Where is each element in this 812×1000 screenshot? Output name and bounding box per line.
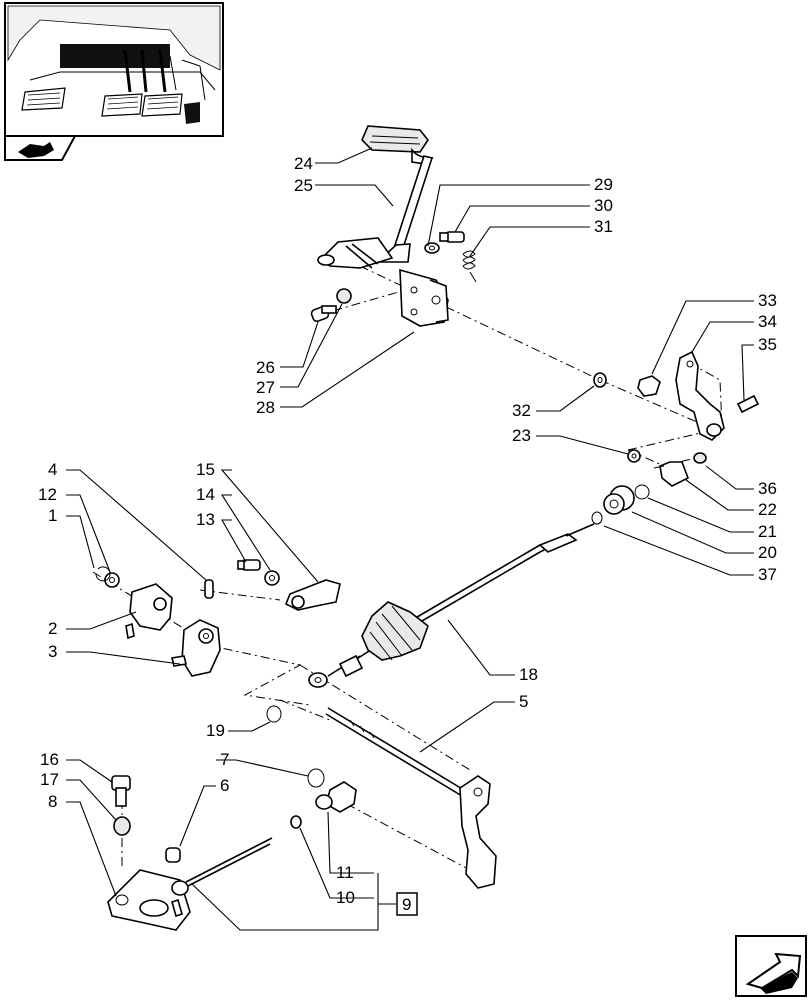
pin-35	[736, 394, 760, 414]
bracket-15	[284, 579, 341, 611]
callout-3: 3	[48, 642, 57, 661]
callout-31: 31	[594, 217, 613, 236]
clevis-22	[653, 461, 690, 487]
callout-18: 18	[519, 665, 538, 684]
circlip-1	[95, 566, 111, 582]
washer-12	[104, 572, 120, 588]
callout-10: 10	[336, 888, 355, 907]
callout-29: 29	[594, 175, 613, 194]
callout-20: 20	[758, 543, 777, 562]
rod-5	[325, 707, 497, 889]
callout-9-box	[396, 892, 418, 916]
callout-21: 21	[758, 522, 777, 541]
pin-4	[204, 579, 214, 599]
callout-36: 36	[758, 479, 777, 498]
washer-14	[264, 570, 280, 586]
callout-15: 15	[196, 460, 215, 479]
callout-19: 19	[206, 721, 225, 740]
assembly-axis-lines	[92, 265, 723, 871]
callout-24: 24	[294, 154, 313, 173]
cap-33	[637, 375, 661, 397]
callout-5: 5	[519, 692, 528, 711]
washer-29	[424, 242, 440, 254]
callout-8: 8	[48, 792, 57, 811]
callout-14: 14	[196, 485, 215, 504]
callout-37: 37	[758, 565, 777, 584]
callout-25: 25	[294, 176, 313, 195]
washer-10	[290, 815, 302, 829]
circlip-19	[266, 705, 282, 723]
next-page-arrow-icon[interactable]	[735, 935, 807, 997]
clutch-pedal-assembly	[317, 125, 434, 269]
bushing-20	[603, 485, 635, 515]
callout-labels: 24 25 29 30 31 26 27 28 33 34 35 32 23 3…	[38, 154, 777, 916]
callout-28: 28	[256, 398, 275, 417]
leader-lines	[66, 147, 754, 931]
lever-3	[171, 619, 221, 677]
lever-2	[125, 583, 173, 640]
spring-31	[462, 250, 477, 283]
callout-2: 2	[48, 619, 57, 638]
relay-lever-34	[675, 350, 725, 441]
ring-37	[591, 511, 603, 525]
clutch-cable-18	[308, 523, 595, 688]
plate-8	[107, 869, 191, 931]
callout-9: 9	[402, 895, 411, 914]
nut-36	[693, 452, 707, 464]
callout-13: 13	[196, 510, 215, 529]
washer-27	[336, 288, 352, 304]
bolt-16	[111, 775, 131, 807]
washer-32	[593, 372, 607, 388]
callout-6: 6	[220, 776, 229, 795]
callout-32: 32	[512, 401, 531, 420]
previous-page-arrow-icon[interactable]	[4, 135, 77, 161]
callout-23: 23	[512, 426, 531, 445]
pedal-bracket-28	[399, 268, 449, 327]
nut-17	[113, 816, 131, 836]
callout-1: 1	[48, 506, 57, 525]
callout-16: 16	[40, 750, 59, 769]
callout-26: 26	[256, 358, 275, 377]
callout-33: 33	[758, 291, 777, 310]
callout-35: 35	[758, 335, 777, 354]
callout-34: 34	[758, 312, 777, 331]
callout-7: 7	[220, 750, 229, 769]
callout-11: 11	[336, 863, 354, 882]
clevis-11	[315, 781, 357, 813]
washer-23	[627, 449, 641, 463]
bolt-26	[310, 305, 337, 323]
callout-22: 22	[758, 500, 777, 519]
callout-17: 17	[40, 770, 59, 789]
link-rod	[171, 837, 273, 918]
pedal-location-thumbnail	[4, 2, 224, 137]
callout-27: 27	[256, 378, 275, 397]
callout-30: 30	[594, 196, 613, 215]
pin-6	[165, 847, 181, 863]
bolt-13	[237, 559, 261, 571]
circlip-21	[634, 484, 650, 500]
callout-12: 12	[38, 485, 57, 504]
callout-4: 4	[48, 460, 57, 479]
circlip-7	[307, 768, 325, 788]
bolt-30	[439, 231, 465, 243]
